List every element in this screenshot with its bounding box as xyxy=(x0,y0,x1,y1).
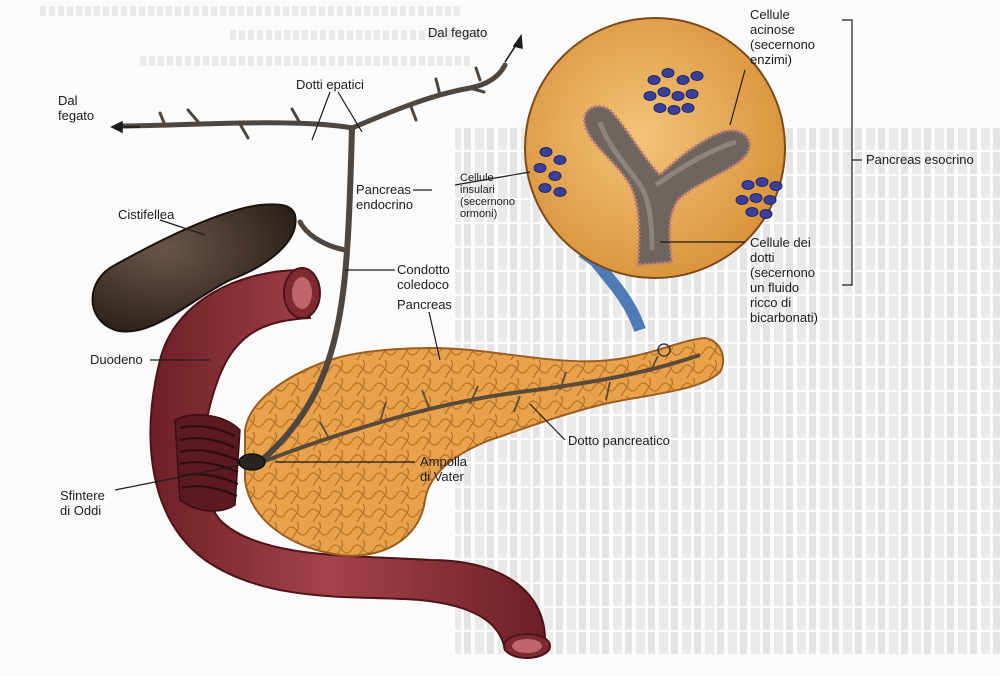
label-duodeno: Duodeno xyxy=(90,352,143,367)
label-dotto-pancreatico: Dotto pancreatico xyxy=(568,433,670,448)
label-condotto-coledoco: Condotto coledoco xyxy=(397,262,450,292)
duodenum-lumen-top xyxy=(292,277,312,309)
label-pancreas-endocrino: Pancreas endocrino xyxy=(356,182,413,212)
label-pancreas: Pancreas xyxy=(397,297,452,312)
label-ampolla-di-vater: Ampolla di Vater xyxy=(420,454,467,484)
acinus-magnified-view xyxy=(525,18,785,278)
label-cistifellea: Cistifellea xyxy=(118,207,174,222)
duodenum-lumen-bottom xyxy=(512,639,542,653)
ampulla-of-vater xyxy=(239,454,265,470)
label-cellule-dotti: Cellule dei dotti (secernono un fluido r… xyxy=(750,235,818,325)
label-cellule-acinose: Cellule acinose (secernono enzimi) xyxy=(750,7,815,67)
label-pancreas-esocrino: Pancreas esocrino xyxy=(866,152,974,167)
label-sfintere-di-oddi: Sfintere di Oddi xyxy=(60,488,105,518)
label-dal-fegato-top: Dal fegato xyxy=(428,25,487,40)
label-dal-fegato-left: Dal fegato xyxy=(58,93,94,123)
label-cellule-insulari: Cellule insulari (secernono ormoni) xyxy=(460,172,515,220)
label-dotti-epatici: Dotti epatici xyxy=(296,77,364,92)
